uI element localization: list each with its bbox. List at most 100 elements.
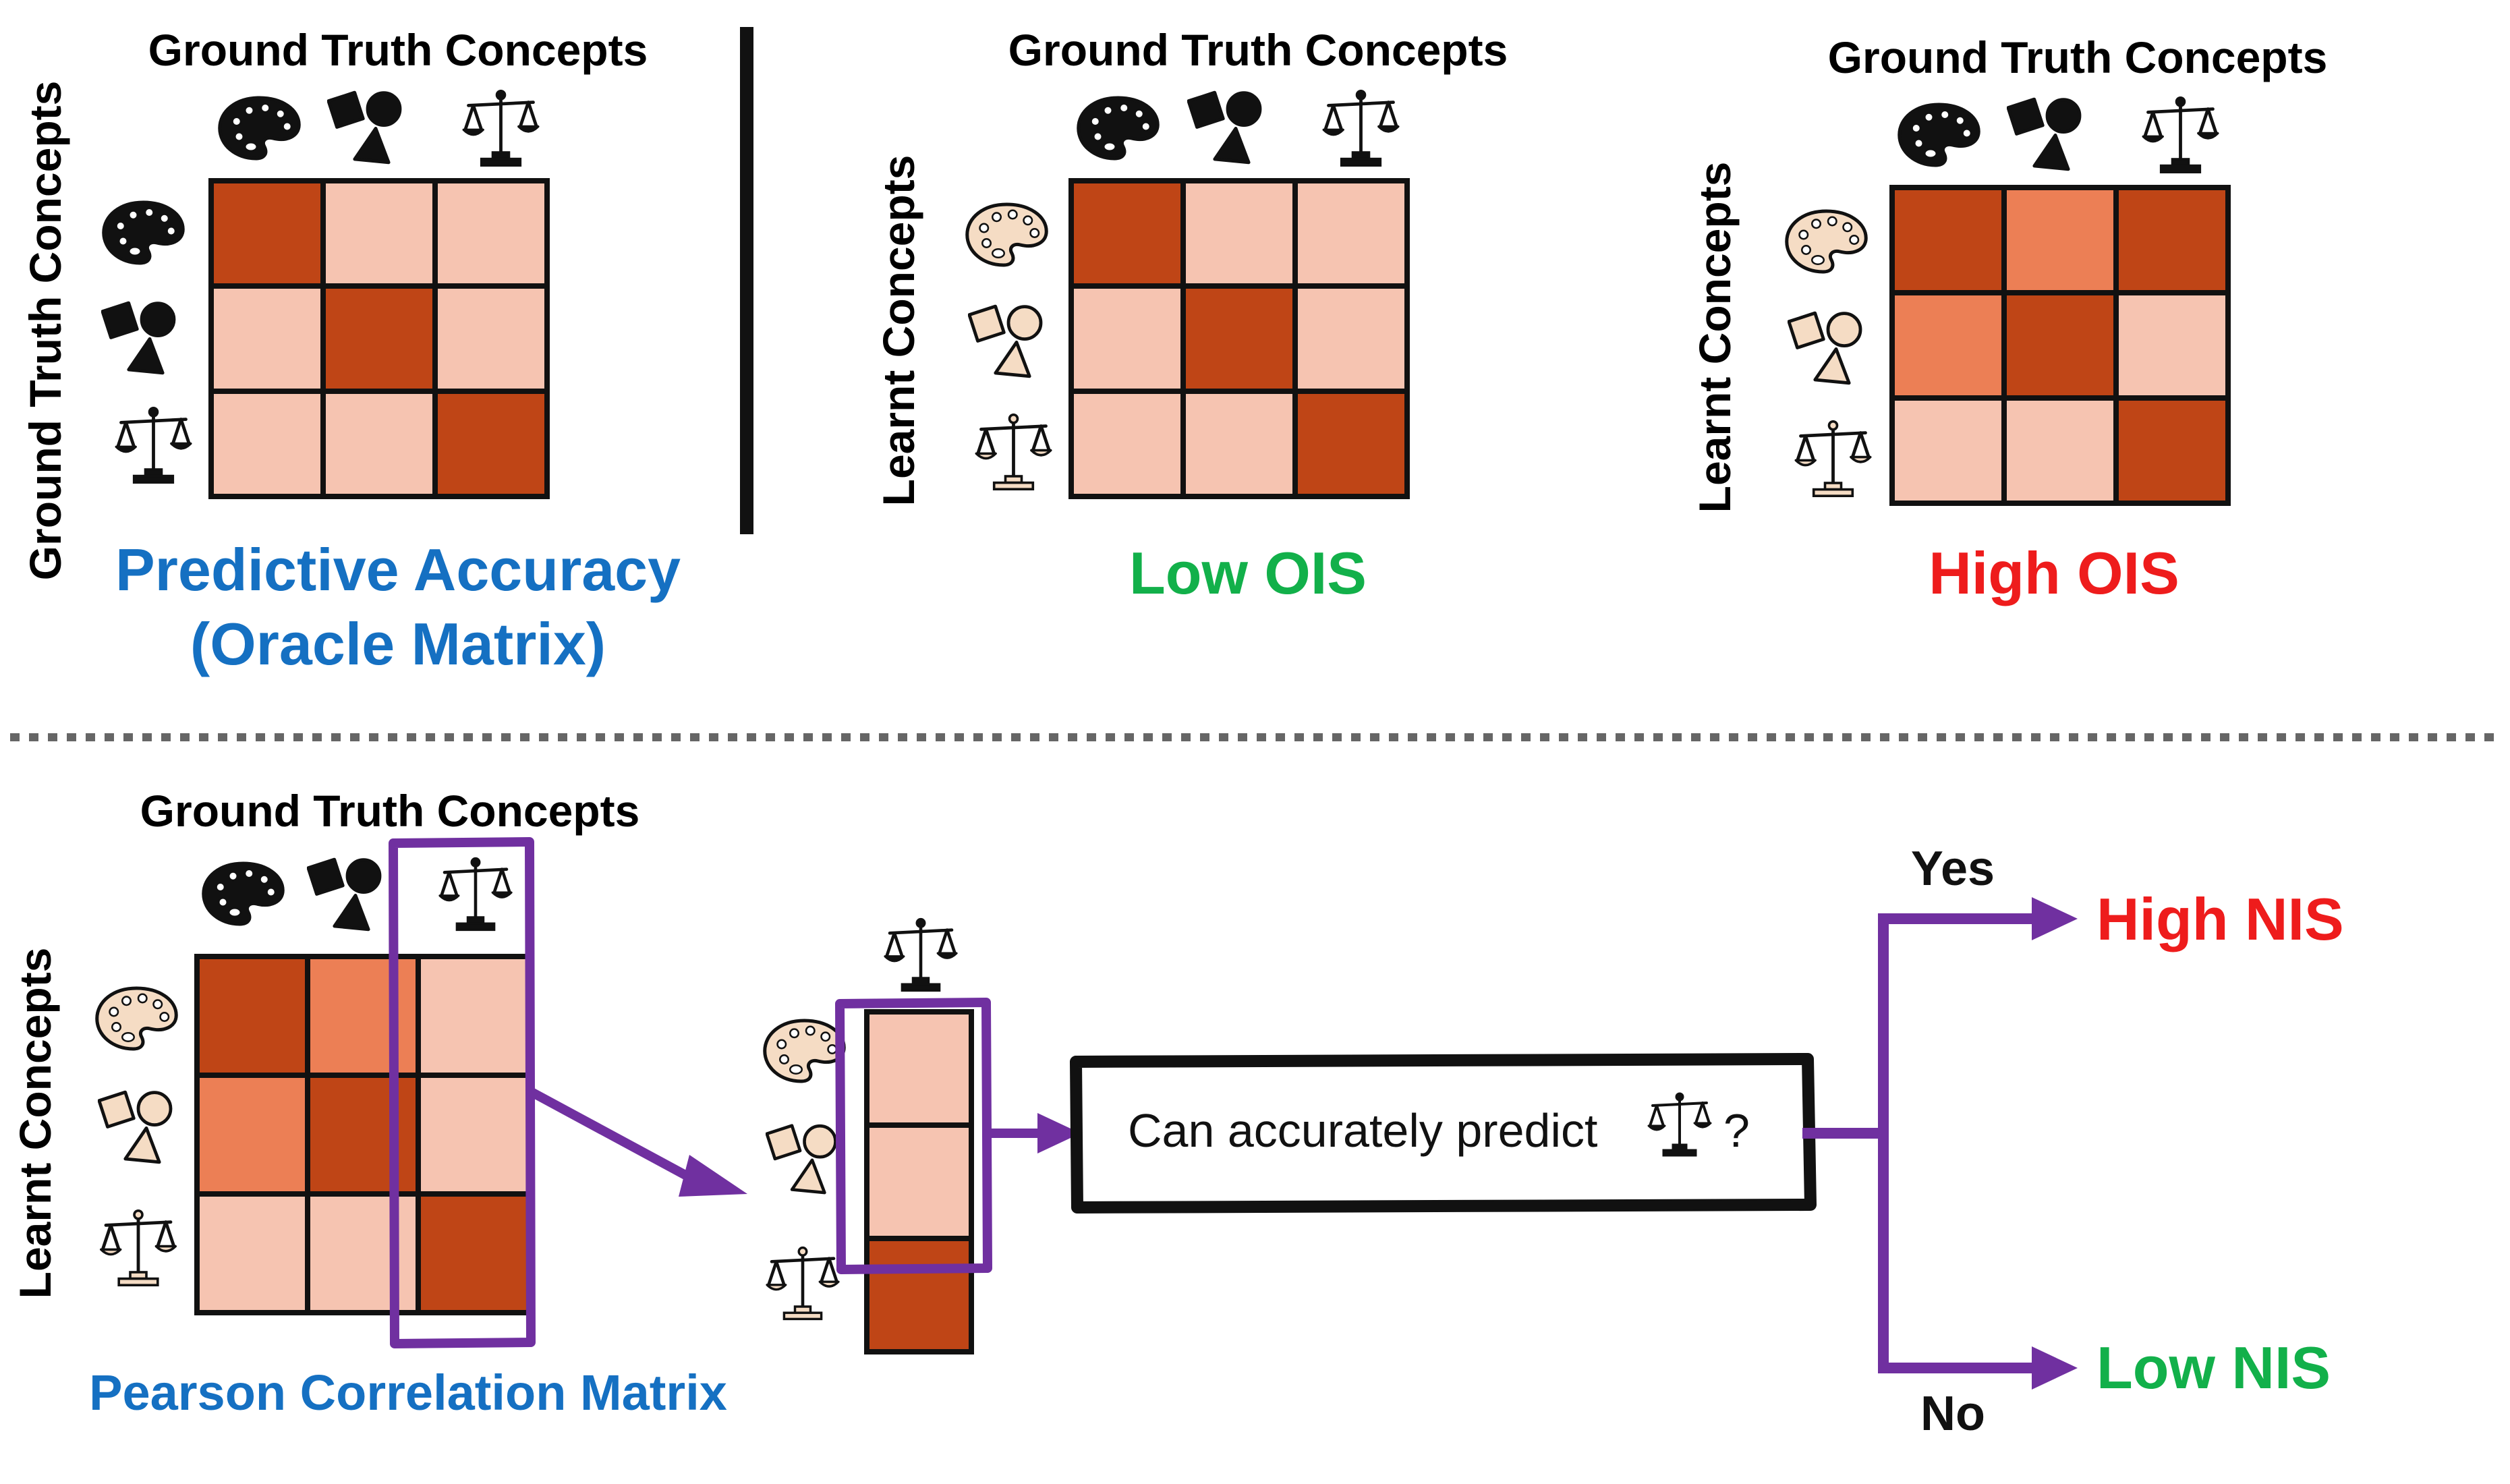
matrix-cell xyxy=(194,1073,310,1197)
matrix-cell xyxy=(1068,389,1186,499)
column-cell xyxy=(864,1122,974,1241)
matrix-cell xyxy=(1068,283,1186,394)
matrix-cell xyxy=(2001,395,2119,506)
yes-label: Yes xyxy=(1911,842,1995,896)
matrix-cell xyxy=(416,954,532,1078)
matrix-cell xyxy=(320,389,438,499)
shapes-icon xyxy=(767,1126,836,1193)
shapes-icon xyxy=(103,303,174,373)
low-ois-panel: Ground Truth Concepts Learnt Concepts Lo… xyxy=(874,25,1508,606)
yes-arrowhead xyxy=(2032,897,2078,940)
scales-icon xyxy=(463,91,538,165)
low-ois-title: Low OIS xyxy=(1129,540,1367,606)
low-ois-side-label: Learnt Concepts xyxy=(874,155,923,507)
shapes-icon xyxy=(308,859,380,930)
matrix-cell xyxy=(2001,185,2119,295)
high-ois-side-label: Learnt Concepts xyxy=(1690,162,1740,513)
shapes-icon xyxy=(2008,99,2080,169)
scales-icon xyxy=(116,408,190,482)
shapes-icon xyxy=(969,306,1041,376)
matrix-cell xyxy=(432,283,550,394)
high-ois-panel: Ground Truth Concepts Learnt Concepts Hi… xyxy=(1690,32,2327,606)
matrix-cell xyxy=(1180,178,1298,289)
scales-icon xyxy=(2143,98,2217,172)
pearson-title: Pearson Correlation Matrix xyxy=(89,1365,727,1421)
oracle-title-line2: (Oracle Matrix) xyxy=(190,610,606,677)
extracted-column-panel xyxy=(765,919,992,1354)
matrix-cell xyxy=(1180,389,1298,499)
oracle-matrix xyxy=(208,178,550,499)
matrix-cell xyxy=(416,1191,532,1315)
no-arrowhead xyxy=(2032,1346,2078,1390)
matrix-cell xyxy=(320,178,438,289)
palette-icon xyxy=(204,863,283,924)
palette-icon xyxy=(1787,211,1866,272)
pearson-side-label: Learnt Concepts xyxy=(10,948,60,1299)
palette-icon xyxy=(967,204,1047,265)
matrix-cell xyxy=(305,954,421,1078)
matrix-cell xyxy=(1292,389,1410,499)
palette-icon xyxy=(220,98,300,159)
palette-icon xyxy=(765,1021,845,1081)
oracle-side-label: Ground Truth Concepts xyxy=(20,81,70,581)
extracted-column xyxy=(864,1009,974,1354)
extract-arrow xyxy=(528,1088,747,1197)
matrix-cell xyxy=(194,954,310,1078)
scales-icon xyxy=(767,1248,838,1319)
high-ois-top-label: Ground Truth Concepts xyxy=(1828,32,2328,82)
shapes-icon xyxy=(1189,92,1260,163)
pearson-panel: Ground Truth Concepts Learnt Concepts Pe… xyxy=(10,786,727,1421)
matrix-cell xyxy=(1889,185,2007,295)
column-cell xyxy=(864,1009,974,1128)
matrix-cell xyxy=(208,283,326,394)
column-cell xyxy=(864,1236,974,1354)
matrix-cell xyxy=(208,389,326,499)
question-mark: ? xyxy=(1723,1104,1750,1157)
pearson-matrix xyxy=(194,954,532,1315)
matrix-cell xyxy=(1292,178,1410,289)
matrix-cell xyxy=(305,1191,421,1315)
low-ois-matrix xyxy=(1068,178,1410,499)
column-highlight xyxy=(389,837,536,1348)
pearson-top-label: Ground Truth Concepts xyxy=(140,786,640,836)
matrix-cell xyxy=(305,1073,421,1197)
matrix-cell xyxy=(432,178,550,289)
matrix-cell xyxy=(2113,395,2231,506)
shapes-icon xyxy=(99,1092,171,1162)
scales-icon xyxy=(101,1211,175,1285)
shapes-icon xyxy=(329,92,400,163)
question-text: Can accurately predict xyxy=(1128,1104,1597,1157)
matrix-cell xyxy=(1068,178,1186,289)
scales-icon xyxy=(1796,422,1870,496)
matrix-cell xyxy=(432,389,550,499)
palette-icon xyxy=(1900,105,1979,165)
palette-icon xyxy=(97,988,177,1049)
scales-icon xyxy=(1323,91,1398,165)
matrix-cell xyxy=(1889,395,2007,506)
palette-icon xyxy=(104,202,183,263)
question-box: Can accurately predict ? xyxy=(1070,1053,1817,1214)
oracle-title-line1: Predictive Accuracy xyxy=(115,536,681,603)
high-ois-title: High OIS xyxy=(1929,540,2179,606)
no-label: No xyxy=(1920,1387,1985,1441)
scales-icon xyxy=(440,859,511,930)
low-nis-label: Low NIS xyxy=(2097,1334,2331,1401)
matrix-cell xyxy=(1889,290,2007,401)
low-ois-top-label: Ground Truth Concepts xyxy=(1008,25,1508,75)
high-nis-label: High NIS xyxy=(2097,886,2344,952)
matrix-cell xyxy=(194,1191,310,1315)
matrix-cell xyxy=(2113,290,2231,401)
high-ois-matrix xyxy=(1889,185,2231,506)
branch-arrows xyxy=(1802,897,2078,1390)
scales-icon xyxy=(885,919,957,991)
matrix-cell xyxy=(1180,283,1298,394)
matrix-cell xyxy=(208,178,326,289)
matrix-cell xyxy=(2113,185,2231,295)
matrix-cell xyxy=(1292,283,1410,394)
shapes-icon xyxy=(1789,313,1860,383)
matrix-cell xyxy=(416,1073,532,1197)
scales-icon xyxy=(976,415,1050,489)
question-arrow xyxy=(983,1113,1081,1153)
oracle-panel: Ground Truth Concepts Ground Truth Conce… xyxy=(20,25,681,677)
